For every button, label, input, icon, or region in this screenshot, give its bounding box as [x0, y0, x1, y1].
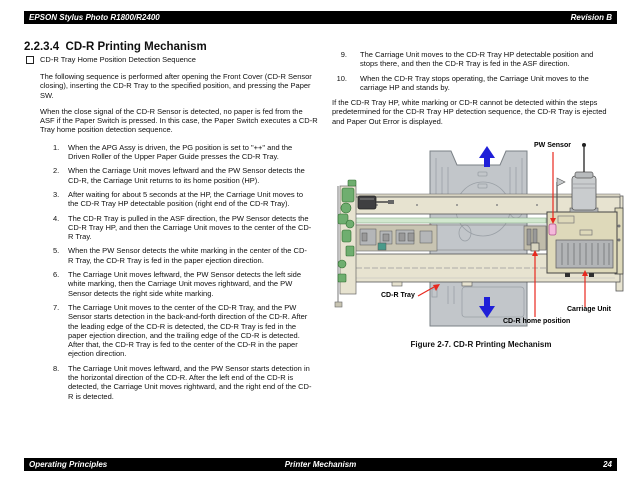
step-text: When the APG Assy is driven, the PG posi…	[68, 142, 293, 162]
step-number: 7.	[53, 302, 60, 312]
left-column: CD-R Tray Home Position Detection Sequen…	[24, 55, 332, 406]
page-header: EPSON Stylus Photo R1800/R2400 Revision …	[24, 11, 617, 24]
step-item: 8. The Carriage Unit moves leftward, and…	[43, 364, 332, 401]
page-footer: Operating Principles Printer Mechanism 2…	[24, 458, 617, 471]
step-item: 3. After waiting for about 5 seconds at …	[43, 190, 332, 209]
step-text: The CD-R Tray is pulled in the ASF direc…	[68, 213, 312, 242]
step-text: The Carriage Unit moves leftward, the PW…	[68, 270, 302, 298]
step-number: 8.	[53, 363, 60, 373]
steps-list-right: 9. The Carriage Unit moves to the CD-R T…	[332, 50, 630, 92]
step-text: When the Carriage Unit moves leftward an…	[68, 166, 305, 185]
feed-direction-arrows	[479, 146, 495, 319]
step-text: When the PW Sensor detects the white mar…	[68, 246, 307, 265]
step-item: 10. When the CD-R Tray stops operating, …	[332, 74, 630, 93]
step-text: The Carriage Unit moves to the center of…	[68, 302, 308, 359]
cdr-tray-graphic	[429, 150, 528, 327]
intro-paragraph-1: The following sequence is performed afte…	[40, 72, 312, 100]
footer-chapter: Printer Mechanism	[284, 460, 357, 469]
footer-section: Operating Principles	[29, 460, 108, 469]
step-number: 10.	[336, 73, 347, 83]
step-number: 5.	[53, 246, 60, 256]
carriage-unit-graphic	[546, 143, 624, 278]
step-text: When the CD-R Tray stops operating, the …	[360, 73, 589, 92]
header-product: EPSON Stylus Photo R1800/R2400	[29, 13, 160, 22]
step-number: 4.	[53, 213, 60, 223]
step-number: 6.	[53, 270, 60, 280]
error-paragraph: If the CD-R Tray HP, white marking or CD…	[332, 98, 607, 126]
step-item: 5. When the PW Sensor detects the white …	[43, 246, 332, 265]
step-item: 1. When the APG Assy is driven, the PG p…	[43, 143, 332, 162]
bullet-row: CD-R Tray Home Position Detection Sequen…	[24, 55, 332, 65]
step-item: 7. The Carriage Unit moves to the center…	[43, 303, 332, 359]
step-number: 9.	[340, 50, 347, 59]
step-number: 2.	[53, 166, 60, 176]
step-number: 3.	[53, 189, 60, 199]
step-item: 2. When the Carriage Unit moves leftward…	[43, 166, 332, 185]
cdr-tray-label: CD-R Tray	[381, 292, 415, 300]
right-column: 9. The Carriage Unit moves to the CD-R T…	[332, 42, 630, 349]
figure-cdr-mechanism: PW Sensor CD-R Tray CD-R home position C…	[332, 134, 630, 336]
steps-list-left: 1. When the APG Assy is driven, the PG p…	[43, 143, 332, 401]
figure-caption: Figure 2-7. CD-R Printing Mechanism	[410, 340, 552, 350]
red-callout-lines	[417, 152, 588, 318]
section-title: 2.2.3.4 CD-R Printing Mechanism	[24, 41, 207, 53]
bullet-heading: CD-R Tray Home Position Detection Sequen…	[40, 55, 196, 64]
cdr-mechanism-drawing	[334, 143, 624, 327]
step-item: 4. The CD-R Tray is pulled in the ASF di…	[43, 214, 332, 242]
step-item: 6. The Carriage Unit moves leftward, the…	[43, 270, 332, 298]
carriage-unit-label: Carriage Unit	[567, 306, 611, 314]
step-text: After waiting for about 5 seconds at the…	[68, 189, 303, 209]
step-item: 9. The Carriage Unit moves to the CD-R T…	[332, 50, 630, 69]
intro-paragraph-2: When the close signal of the CD-R Sensor…	[40, 106, 318, 135]
header-revision: Revision B	[570, 13, 612, 22]
cdr-home-position-label: CD-R home position	[503, 318, 571, 326]
step-number: 1.	[53, 142, 60, 152]
checkbox-bullet-icon	[26, 56, 34, 64]
pw-sensor-label: PW Sensor	[534, 142, 571, 150]
footer-page-number: 24	[603, 460, 612, 469]
step-text: The Carriage Unit moves leftward, and th…	[68, 363, 312, 401]
step-text: The Carriage Unit moves to the CD-R Tray…	[360, 50, 594, 69]
